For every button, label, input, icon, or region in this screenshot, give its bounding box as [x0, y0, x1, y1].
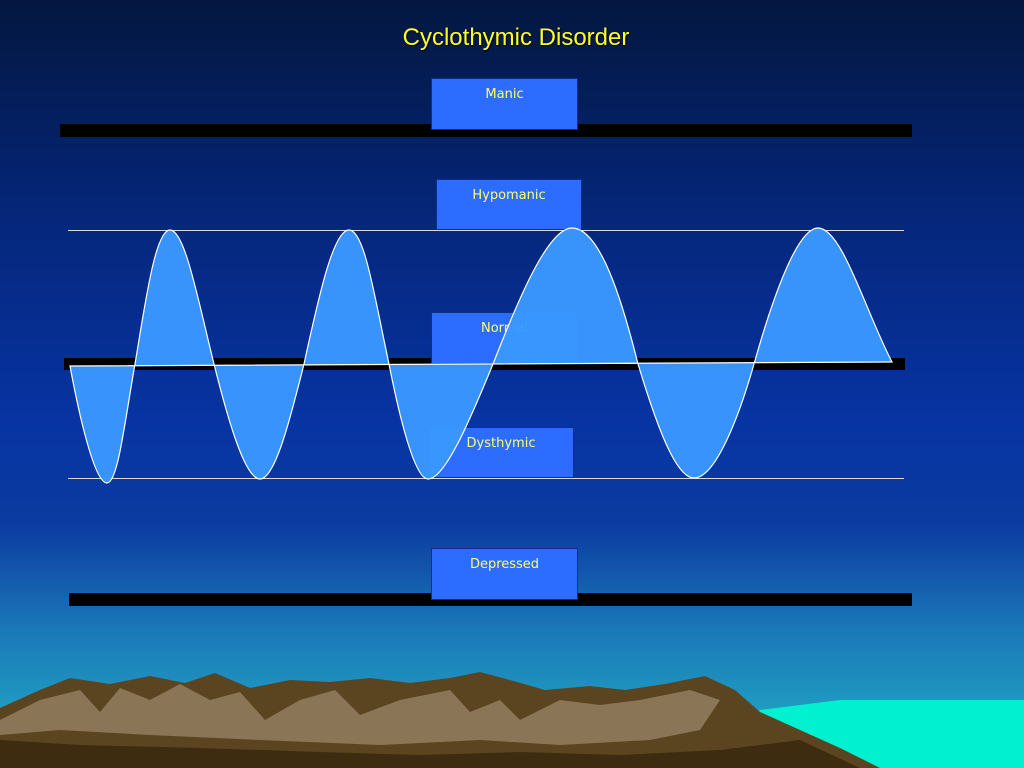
hypomanic-level-line	[68, 230, 904, 231]
hypomanic-label-box: Hypomanic	[436, 179, 582, 230]
mood-wave-fill	[69, 227, 893, 484]
manic-label-box: Manic	[431, 78, 578, 130]
manic-threshold-bar	[60, 124, 912, 137]
mountain-highlight	[0, 684, 720, 745]
slide-title: Cyclothymic Disorder	[402, 24, 630, 51]
depressed-label: Depressed	[469, 557, 540, 572]
manic-label: Manic	[485, 87, 524, 102]
hypomanic-label: Hypomanic	[472, 188, 546, 203]
depressed-label-box: Depressed	[431, 548, 578, 600]
mountain-shadow	[0, 740, 860, 768]
dysthymic-label: Dysthymic	[466, 436, 536, 451]
dysthymic-level-line	[68, 478, 904, 479]
